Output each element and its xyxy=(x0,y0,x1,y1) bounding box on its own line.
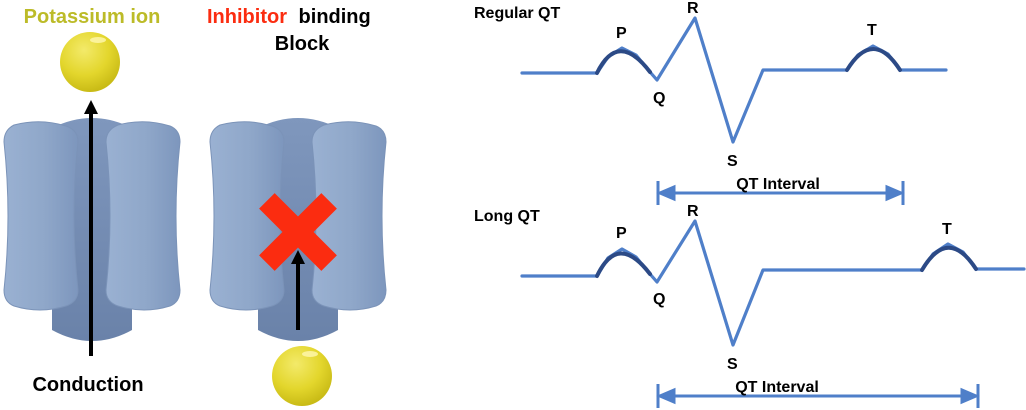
regular-t-wave xyxy=(845,47,902,72)
long-s-label: S xyxy=(727,356,738,373)
conduction-arrow-head xyxy=(84,100,98,114)
long-t-wave xyxy=(920,245,978,272)
potassium-ion-label: Potassium ion xyxy=(24,6,161,28)
regular-p-label: P xyxy=(616,25,627,42)
ion-highlight xyxy=(90,37,106,43)
regular-s-label: S xyxy=(727,153,738,170)
blocked-channel-group: Inhibitor binding Block xyxy=(207,6,387,406)
potassium-ion-top xyxy=(60,32,120,92)
ion-highlight-bottom xyxy=(302,351,318,357)
regular-p-wave xyxy=(595,49,652,75)
inhibitor-binding-line: Inhibitor binding xyxy=(207,6,371,28)
regular-t-label: T xyxy=(867,22,877,39)
block-word: Block xyxy=(275,33,330,55)
blocked-channel-right-subunit xyxy=(311,121,387,311)
long-q-label: Q xyxy=(653,291,665,308)
long-p-label: P xyxy=(616,225,627,242)
regular-ecg-trace xyxy=(520,16,948,144)
conduction-label: Conduction xyxy=(32,374,143,396)
regular-q-label: Q xyxy=(653,90,665,107)
channel-right-subunit xyxy=(105,121,181,311)
blocked-arrow-head xyxy=(291,250,305,264)
regular-qt-group: Regular QT P Q R S T QT Interval xyxy=(474,0,948,205)
long-qt-interval xyxy=(656,384,980,408)
open-channel-group: Potassium ion Conduction xyxy=(3,6,181,396)
channel-left-subunit xyxy=(3,121,79,311)
regular-qt-interval xyxy=(656,181,905,205)
long-t-label: T xyxy=(942,221,952,238)
binding-word: binding xyxy=(299,6,371,28)
regular-qt-interval-label: QT Interval xyxy=(736,176,820,193)
long-qt-interval-label: QT Interval xyxy=(735,379,819,396)
long-r-label: R xyxy=(687,203,699,220)
inhibitor-word: Inhibitor xyxy=(207,6,287,28)
inhibitor-x-mark xyxy=(259,193,337,271)
long-qt-group: Long QT P Q R S T QT Interval xyxy=(474,203,1026,408)
long-p-wave xyxy=(595,251,652,278)
long-ecg-trace xyxy=(520,219,1026,347)
regular-qt-title: Regular QT xyxy=(474,5,560,22)
regular-r-label: R xyxy=(687,0,699,17)
blocked-channel-left-subunit xyxy=(209,121,285,311)
long-qt-title: Long QT xyxy=(474,208,540,225)
potassium-ion-bottom xyxy=(272,346,332,406)
